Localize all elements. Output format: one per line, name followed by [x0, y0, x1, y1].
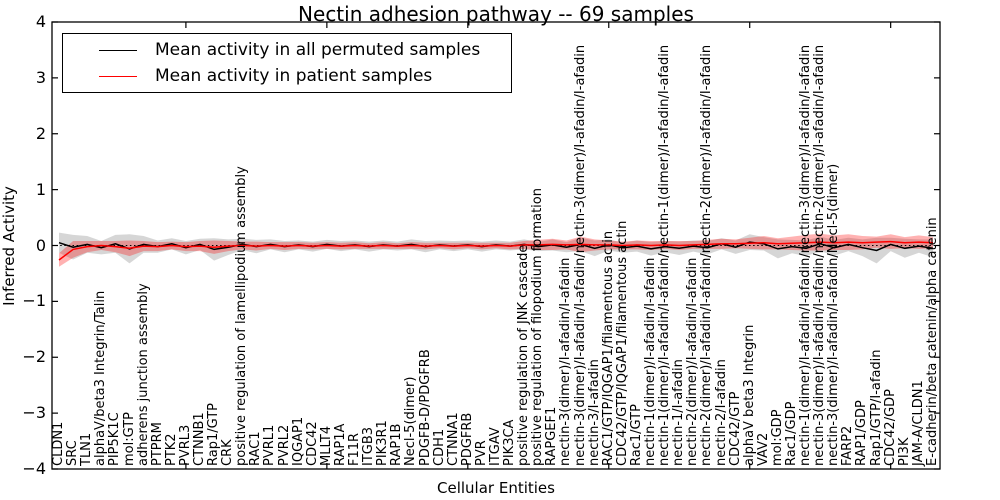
x-tick-label: ITGB3: [361, 426, 377, 466]
x-tick-label: alphaV beta3 Integrin: [741, 324, 757, 466]
x-tick-label: RAC1: [248, 431, 264, 466]
x-tick-label: PVRL1: [262, 424, 278, 466]
x-tick-label: MLLT4: [318, 425, 334, 466]
x-tick-label: positive regulation of lamellipodium ass…: [234, 166, 250, 466]
x-tick-label: RAP1B: [389, 423, 405, 466]
x-tick-label: PTPRM: [149, 422, 165, 466]
permuted-band: [59, 232, 933, 264]
x-tick-label: nectin-3(dimer)/I-afadin/I-afadin: [558, 257, 574, 466]
x-tick-label: nectin-2/I-afadin: [713, 359, 729, 466]
x-tick-label: alphaV/beta3 Integrin/Talin: [93, 290, 109, 466]
x-tick-label: CTNNA1: [445, 412, 461, 466]
x-tick-label: ITGAV: [488, 427, 503, 466]
x-tick-label: nectin-3/I-afadin: [586, 359, 602, 466]
x-tick-label: Rac1/GDP: [784, 401, 799, 466]
x-tick-label: PVRL2: [276, 424, 292, 466]
x-tick-label: JAM-A/CLDN1: [910, 380, 926, 466]
x-tick-label: RAPGEF1: [544, 406, 560, 466]
x-tick-label: CDC42: [304, 421, 320, 466]
x-tick-label: PDGFB-D/PDGFRB: [417, 349, 433, 466]
y-tick-label: 0: [35, 235, 46, 255]
patient-band: [59, 233, 933, 267]
x-tick-label: CDC42/GTP/IQGAP1/filamentous actin: [614, 220, 630, 466]
x-tick-label: mol:GDP: [769, 409, 785, 466]
x-tick-label: nectin-2(dimer)/I-afadin/I-afadin/nectin…: [699, 44, 715, 466]
x-tick-label: adherens junction assembly: [135, 283, 151, 466]
x-tick-label: CRK: [220, 439, 236, 466]
x-tick-label: CLDN1: [51, 421, 67, 466]
x-axis-label: Cellular Entities: [437, 479, 555, 497]
y-tick-label: −1: [22, 291, 46, 311]
x-tick-label: CDH1: [431, 428, 447, 466]
x-tick-label: Rap1/GTP: [206, 402, 222, 466]
x-tick-label: CDC42/GDP: [882, 388, 898, 466]
x-tick-label: SRC: [65, 440, 81, 466]
x-tick-label: F11R: [347, 432, 363, 466]
y-tick-label: 1: [35, 179, 46, 199]
x-tick-label: positive regulation of filopodium format…: [530, 188, 546, 466]
x-tick-label: Rac1/GTP: [628, 404, 644, 466]
permuted-line-swatch: [99, 49, 137, 51]
legend-label-patient: Mean activity in patient samples: [155, 66, 433, 86]
x-tick-label: PTK2: [163, 433, 179, 466]
x-tick-label: nectin-3(dimer)/I-afadin/I-afadin/Necl-5…: [826, 163, 842, 466]
x-tick-label: nectin-1(dimer)/I-afadin/I-afadin/nectin…: [657, 44, 673, 466]
y-tick-label: 3: [35, 67, 46, 87]
x-tick-label: PDGFRB: [459, 412, 475, 466]
chart-title: Nectin adhesion pathway -- 69 samples: [298, 2, 694, 26]
x-tick-label: RAP1/GDP: [854, 400, 870, 466]
x-tick-label: CDC42/GTP: [727, 391, 743, 466]
x-tick-label: PIK3R1: [375, 420, 391, 466]
x-tick-label: IQGAP1: [290, 416, 306, 466]
legend-label-permuted: Mean activity in all permuted samples: [155, 40, 481, 60]
x-tick-label: VAV2: [755, 432, 771, 466]
patient-mean-line: [58, 240, 934, 261]
x-tick-label: nectin-3(dimer)/I-afadin/I-afadin/nectin…: [812, 44, 828, 466]
y-tick-label: −3: [22, 403, 46, 423]
x-tick-label: mol:GTP: [121, 412, 137, 466]
y-tick-label: −2: [22, 347, 46, 367]
x-tick-label: nectin-1(dimer)/I-afadin/I-afadin/nectin…: [798, 44, 814, 466]
legend: Mean activity in all permuted samples Me…: [62, 33, 512, 93]
y-tick-label: 2: [35, 123, 46, 143]
x-tick-label: RAP1A: [332, 423, 348, 466]
x-tick-label: Rap1/GTP/I-afadin: [868, 349, 884, 466]
x-tick-label: RAC1/GTP/IQGAP1/filamentous actin: [600, 230, 616, 466]
x-tick-label: E-cadherin/beta catenin/alpha catenin: [924, 217, 940, 466]
x-tick-label: PI3K: [896, 437, 912, 466]
x-tick-label: FARP2: [840, 425, 856, 466]
x-tick-label: nectin-3(dimer)/I-afadin/I-afadin/nectin…: [572, 44, 588, 466]
y-tick-label: 4: [35, 12, 46, 31]
x-tick-label: PIP5K1C: [107, 412, 123, 466]
x-tick-label: PVR: [473, 440, 489, 466]
x-tick-label: PIK3CA: [502, 419, 518, 466]
y-tick-label: −4: [22, 459, 46, 478]
legend-entry-permuted: Mean activity in all permuted samples: [63, 40, 511, 60]
x-tick-label: positive regulation of JNK cascade: [516, 244, 532, 466]
x-tick-label: nectin-1/I-afadin: [671, 359, 687, 466]
patient-line-swatch: [99, 75, 137, 77]
x-tick-label: Necl-5(dimer): [403, 376, 419, 466]
x-tick-label: PVRL3: [177, 424, 193, 466]
legend-entry-patient: Mean activity in patient samples: [63, 66, 511, 86]
x-tick-label: CTNNB1: [192, 412, 207, 466]
x-tick-label: nectin-2(dimer)/I-afadin/I-afadin: [685, 257, 701, 466]
x-tick-label: nectin-1(dimer)/I-afadin/I-afadin: [643, 257, 659, 466]
x-tick-label: TLN1: [79, 432, 95, 466]
